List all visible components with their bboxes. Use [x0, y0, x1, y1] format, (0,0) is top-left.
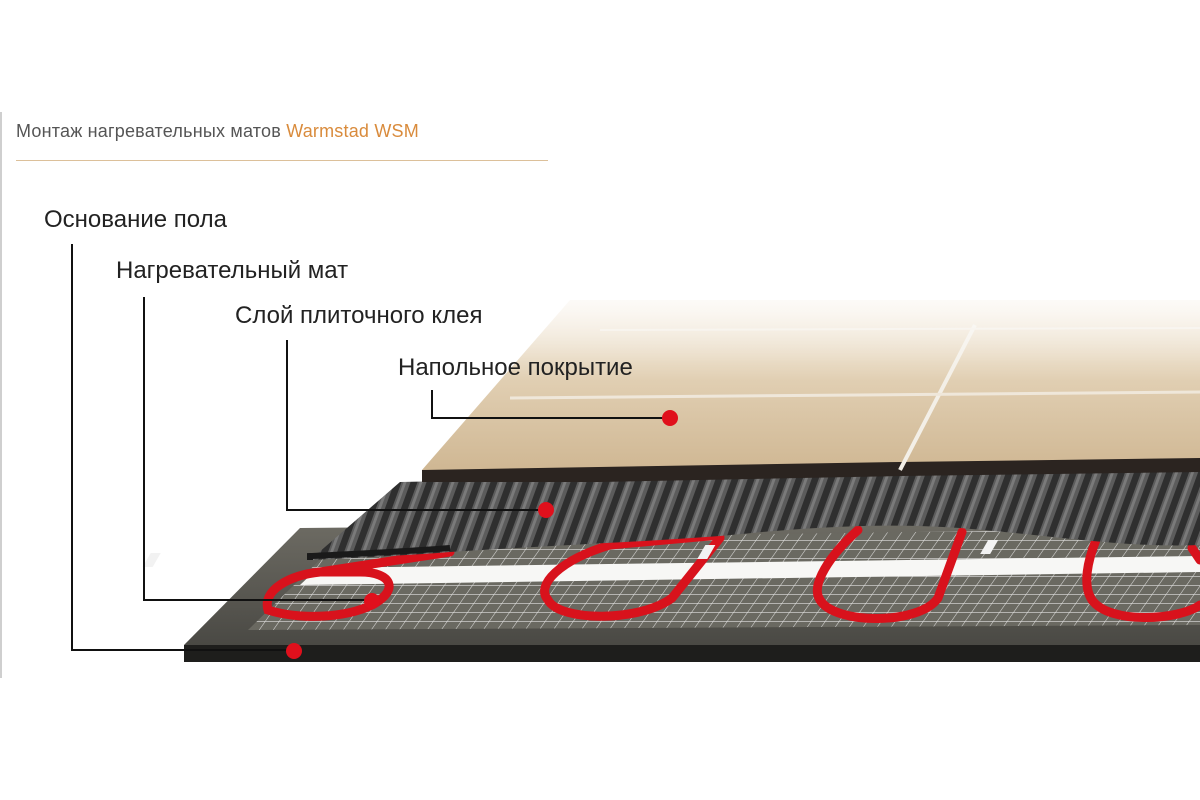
diagram-title: Монтаж нагревательных матов Warmstad WSM: [16, 121, 419, 142]
callout-markers: [286, 410, 678, 659]
title-underline: [16, 160, 548, 161]
tile-adhesive-layer: [307, 466, 1200, 560]
callout-line-covering: [431, 390, 670, 419]
floor-covering-layer: [400, 270, 1200, 482]
marker-heating-mat: [364, 593, 380, 609]
title-prefix: Монтаж нагревательных матов: [16, 121, 281, 141]
cable-clips: [142, 540, 999, 567]
label-tile-adhesive: Слой плиточного клея: [235, 302, 483, 329]
callout-line-floor-base: [71, 244, 294, 651]
marker-covering: [662, 410, 678, 426]
heating-cable: [262, 525, 1200, 623]
marker-floor-base: [286, 643, 302, 659]
label-floor-covering: Напольное покрытие: [398, 354, 633, 381]
callout-line-heating-mat: [143, 297, 372, 601]
marker-adhesive: [538, 502, 554, 518]
callout-line-adhesive: [286, 340, 546, 511]
title-brand: Warmstad WSM: [286, 121, 419, 141]
callout-lines: [71, 244, 670, 651]
heating-mat-layer: [248, 528, 1200, 630]
left-border-line: [0, 112, 2, 678]
label-heating-mat: Нагревательный мат: [116, 257, 349, 284]
label-floor-base: Основание пола: [44, 206, 227, 233]
